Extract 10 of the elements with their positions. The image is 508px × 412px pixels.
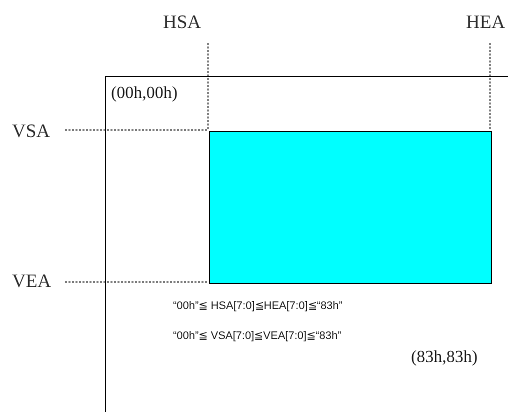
address-label: VSA xyxy=(12,121,50,143)
address-label: HEA xyxy=(466,12,506,34)
coordinate-label: (00h,00h) xyxy=(111,83,178,103)
range-condition-text: “00h”≦ HSA[7:0]≦HEA[7:0]≦“83h” xyxy=(173,299,342,312)
address-label: HSA xyxy=(163,12,202,34)
window-area xyxy=(209,131,492,284)
address-label: VEA xyxy=(12,271,52,293)
coordinate-label: (83h,83h) xyxy=(411,347,478,367)
range-condition-text: “00h”≦ VSA[7:0]≦VEA[7:0]≦“83h” xyxy=(173,329,342,342)
screen-frame xyxy=(105,76,508,412)
